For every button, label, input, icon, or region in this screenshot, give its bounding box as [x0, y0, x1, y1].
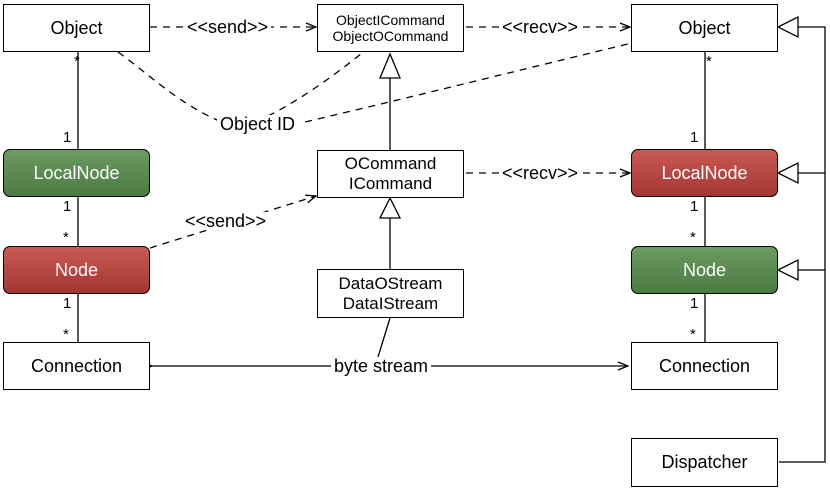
mult-object-right-star: * [706, 53, 712, 70]
byte-stream-label: byte stream [331, 357, 432, 375]
localnode-box-left: LocalNode [3, 149, 150, 197]
send-top-label: <<send>> [184, 18, 272, 36]
mult-object-left-star: * [74, 53, 80, 70]
data-ostream-label: DataOStream [338, 273, 443, 293]
inherit-triangle-localnode-right [776, 161, 799, 185]
mult-localnode-left-one-top: 1 [63, 129, 72, 146]
mult-node-right-one-bottom: 1 [690, 295, 699, 312]
inherit-triangle-node-right [776, 258, 799, 282]
node-label-right: Node [682, 259, 727, 280]
object-icommand-label: ObjectICommand [336, 11, 445, 28]
recv-mid-label: <<recv>> [499, 164, 582, 182]
object-id-label: Object ID [217, 115, 299, 133]
inherit-triangle-objectcommand [379, 52, 401, 79]
connection-label-left: Connection [30, 355, 123, 376]
inherit-triangle-object-right [776, 15, 799, 39]
localnode-box-right: LocalNode [631, 149, 778, 197]
localnode-label-left: LocalNode [33, 162, 120, 183]
mult-localnode-left-one-bottom: 1 [63, 198, 72, 215]
mult-connection-left-star: * [63, 326, 69, 343]
byte-stream-stem [377, 317, 391, 358]
mult-node-left-star-top: * [63, 229, 69, 246]
send-mid-label: <<send>> [182, 212, 270, 230]
object-label-left: Object [50, 17, 103, 38]
icommand-label: ICommand [348, 174, 433, 193]
command-box: OCommand ICommand [317, 150, 464, 198]
connection-label-right: Connection [658, 355, 751, 376]
ocommand-label: OCommand [344, 154, 437, 174]
connection-box-left: Connection [3, 342, 150, 390]
data-stream-box: DataOStream DataIStream [317, 269, 464, 318]
object-id-curve-right [304, 42, 633, 123]
node-box-left: Node [3, 246, 150, 294]
connection-box-right: Connection [631, 342, 778, 390]
send-mid-line [149, 196, 316, 249]
object-box-right: Object [631, 4, 778, 52]
mult-connection-right-star: * [690, 326, 696, 343]
data-istream-label: DataIStream [342, 293, 439, 313]
dispatcher-box: Dispatcher [631, 438, 778, 487]
object-box-left: Object [3, 4, 150, 52]
localnode-label-right: LocalNode [661, 162, 748, 183]
mult-node-right-star-top: * [690, 229, 696, 246]
node-label-left: Node [54, 259, 99, 280]
object-label-right: Object [678, 17, 731, 38]
dispatcher-inheritance-line [779, 26, 826, 463]
object-id-curve-center [267, 52, 363, 117]
node-box-right: Node [631, 246, 778, 294]
object-id-curve-left [117, 51, 223, 123]
recv-top-label: <<recv>> [499, 18, 582, 36]
mult-localnode-right-one-bottom: 1 [690, 198, 699, 215]
mult-node-left-one-bottom: 1 [63, 295, 72, 312]
object-command-box: ObjectICommand ObjectOCommand [317, 4, 464, 52]
inherit-triangle-command [378, 196, 402, 219]
mult-localnode-right-one-top: 1 [690, 129, 699, 146]
object-ocommand-label: ObjectOCommand [332, 28, 449, 44]
dispatcher-label: Dispatcher [661, 452, 748, 473]
